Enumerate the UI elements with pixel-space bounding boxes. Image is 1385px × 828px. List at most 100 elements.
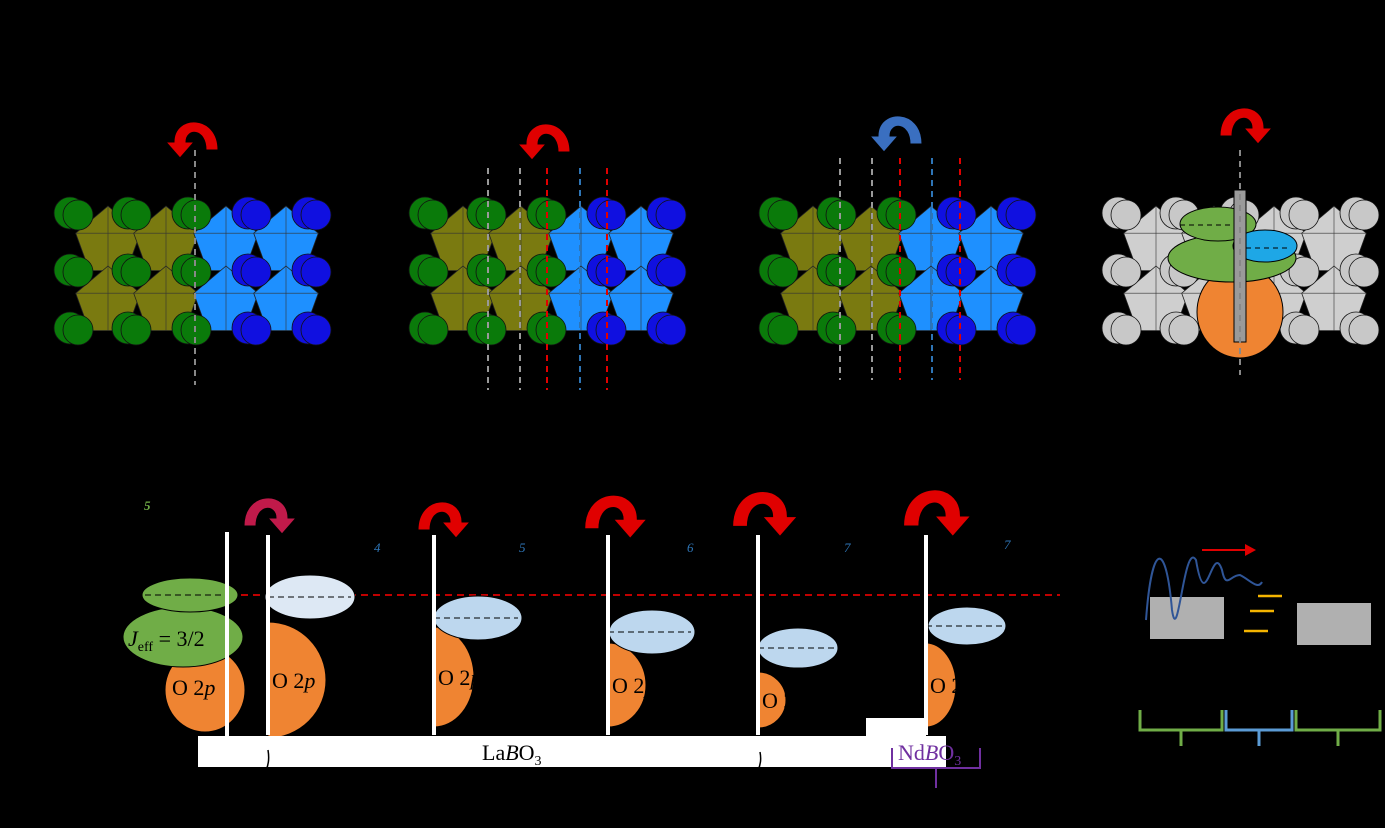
crystal-panel [408,196,687,346]
oxygen-band [757,671,787,729]
atom-sphere-icon [655,199,687,231]
atom-sphere-icon [595,256,627,288]
iridate-band-block: Jeff = 3/2 O 2p [122,532,246,737]
atom-sphere-icon [1110,199,1142,231]
oxygen-band [267,621,327,739]
substrate-bar: LaBO3 NdBO3 [198,718,981,788]
interface-wall [756,535,760,735]
interface-wall [225,532,229,737]
small-label-3: 5 [519,540,526,555]
atom-sphere-icon [825,314,857,346]
right-electrode [1297,603,1371,645]
atom-sphere-icon [240,314,272,346]
atom-sphere-icon [62,199,94,231]
o2p-label: O 2p [612,673,655,698]
tunneling-inset [1138,544,1382,746]
atom-sphere-icon [767,256,799,288]
atom-sphere-icon [595,199,627,231]
atom-sphere-icon [885,314,917,346]
atom-sphere-icon [417,199,449,231]
ndbo3-bar-top [866,718,926,738]
atom-sphere-icon [1348,199,1380,231]
b-site-band-block: O 2p [902,489,1007,735]
b-site-band-block: O 2p [417,501,523,735]
crystal-structure-row [53,107,1380,390]
interface-wall [266,535,270,735]
left-electrode [1150,597,1224,639]
o2p-label: O 2p [438,665,481,690]
atom-sphere-icon [1005,199,1037,231]
atom-sphere-icon [1110,256,1142,288]
b-site-band-block: O 2p [583,494,696,735]
small-label-1: 5 [144,498,151,513]
o2p-label: O 2p [172,675,215,700]
atom-sphere-icon [120,314,152,346]
atom-sphere-icon [1288,199,1320,231]
curved-arrow-icon [1219,107,1274,145]
atom-sphere-icon [417,256,449,288]
ndbo3-label: NdBO3 [898,740,961,769]
o2p-label: O 2p [762,688,805,713]
band-alignment-panel: Jeff = 3/2 O 2p O 2p O 2p O 2p O 2p O 2p LaBO3 N… [122,489,1382,788]
curved-arrow-icon [164,121,219,159]
atom-sphere-icon [475,314,507,346]
atom-sphere-icon [62,256,94,288]
atom-sphere-icon [417,314,449,346]
small-label-2: 4 [374,540,381,555]
bracket-icon [891,748,981,788]
atom-sphere-icon [1110,314,1142,346]
b-site-band-block: O 2p [243,497,356,739]
bracket-icon [1138,710,1224,746]
curved-arrow-icon [868,115,923,153]
interface-wall [432,535,436,735]
atom-sphere-icon [1348,314,1380,346]
band-labels: 5 4 5 6 7 7 [144,498,1011,555]
atom-sphere-icon [655,256,687,288]
curved-arrow-icon [417,501,472,539]
atom-sphere-icon [767,199,799,231]
o2p-label: O 2p [930,673,973,698]
atom-sphere-icon [120,199,152,231]
atom-sphere-icon [535,256,567,288]
curved-arrow-icon [731,490,799,538]
small-label-6: 7 [1004,537,1011,552]
atom-sphere-icon [595,314,627,346]
atom-sphere-icon [535,199,567,231]
bracket-icon [1294,710,1382,746]
curved-arrow-icon [583,494,649,540]
interface-wall [924,535,928,735]
crystal-panel [758,196,1037,346]
orbital-overlay [1167,150,1298,375]
atom-sphere-icon [300,314,332,346]
atom-sphere-icon [475,256,507,288]
atom-sphere-icon [767,314,799,346]
b-orbital [1232,229,1298,263]
atom-sphere-icon [1288,256,1320,288]
atom-sphere-icon [120,256,152,288]
oxygen-band [925,642,957,728]
labo3-bar [198,736,946,767]
wavefunction [1145,556,1263,621]
atom-sphere-icon [240,199,272,231]
small-label-4: 6 [687,540,694,555]
small-label-5: 7 [844,540,851,555]
atom-sphere-icon [1005,314,1037,346]
curved-arrow-icon [243,497,298,535]
atom-sphere-icon [1348,256,1380,288]
curved-arrow-icon [902,489,973,538]
atom-sphere-icon [655,314,687,346]
interface-wall [606,535,610,735]
labo3-label: LaBO3 [482,740,542,769]
atom-sphere-icon [1005,256,1037,288]
bracket-icon [1224,710,1294,746]
atom-sphere-icon [180,199,212,231]
atom-sphere-icon [1168,314,1200,346]
atom-sphere-icon [240,256,272,288]
atom-sphere-icon [475,199,507,231]
jeff-label: Jeff = 3/2 [128,626,205,655]
curved-arrow-icon [516,123,571,161]
atom-sphere-icon [62,314,94,346]
atom-sphere-icon [1288,314,1320,346]
b-site-band-block: O 2p [731,490,839,735]
